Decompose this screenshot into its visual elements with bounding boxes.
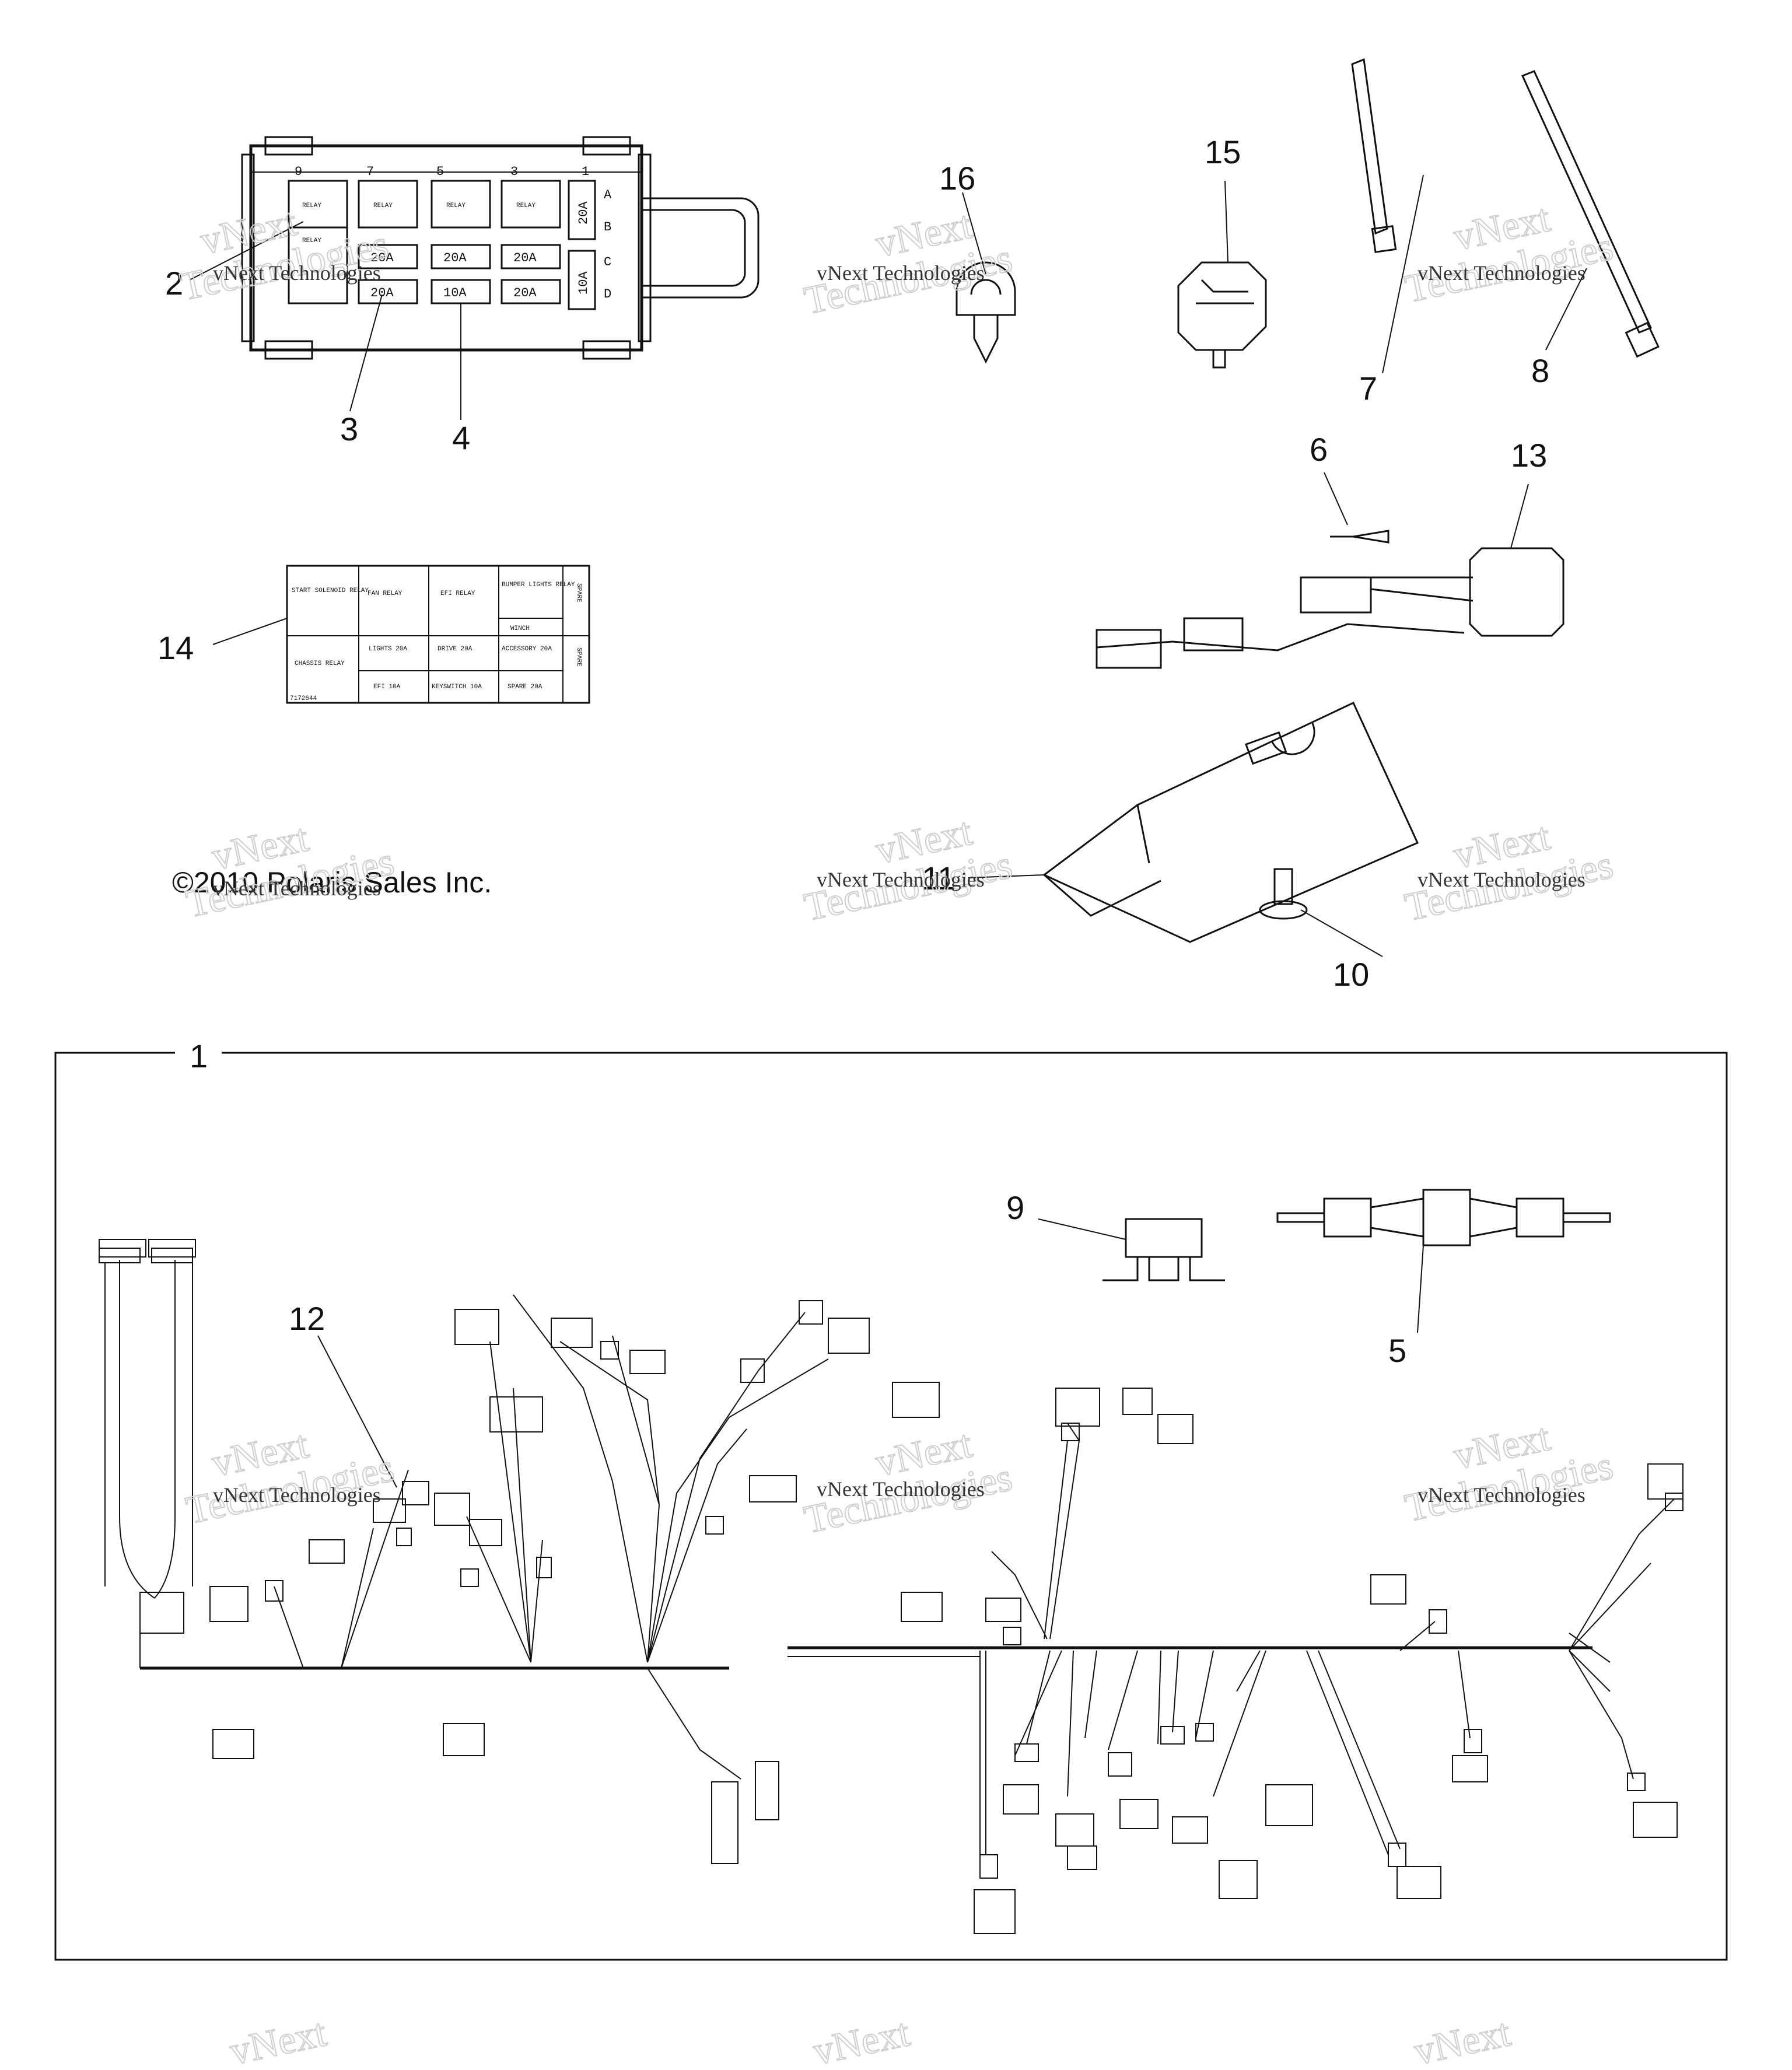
decal-start-solenoid-relay: START SOLENOID RELAY <box>292 587 369 594</box>
watermark-vnext-12: vNext <box>1410 2010 1514 2067</box>
side-fuse-top: 20A <box>576 201 591 225</box>
callout-11: 11 <box>922 860 956 896</box>
fuse-bottom-2: 10A <box>443 286 467 300</box>
part-9 <box>1038 1218 1225 1281</box>
decal-spare-bottom: SPARE <box>575 647 582 667</box>
cable-tie-7 <box>1351 58 1424 374</box>
callout-15: 15 <box>1205 134 1241 170</box>
decal-chassis-relay: CHASSIS RELAY <box>295 660 345 667</box>
watermark-label-9: vNext Technologies <box>1418 1483 1586 1507</box>
watermark-vnext-10: vNext <box>226 2010 330 2067</box>
fuse-row-a: A <box>604 188 612 202</box>
callout-5: 5 <box>1388 1332 1406 1369</box>
decal-fan-relay: FAN RELAY <box>368 590 402 597</box>
watermark-label-1: vNext Technologies <box>213 261 381 285</box>
fuse-col-3: 3 <box>510 164 518 179</box>
decal-spare-top: SPARE <box>575 583 582 603</box>
side-fuse-bottom: 10A <box>576 271 591 295</box>
harness-frame <box>54 1052 1728 1961</box>
callout-2: 2 <box>165 265 183 302</box>
bracket-11 <box>968 701 1419 943</box>
fuse-row-c: C <box>604 255 611 269</box>
decal-drive-20a: DRIVE 20A <box>438 646 473 653</box>
callout-16: 16 <box>939 160 975 197</box>
callout-1: 1 <box>190 1038 208 1074</box>
fuse-col-7: 7 <box>366 164 374 179</box>
fuse-decal: START SOLENOID RELAY FAN RELAY EFI RELAY… <box>212 565 590 704</box>
watermark-vnext-11: vNext <box>809 2010 913 2067</box>
callout-13: 13 <box>1511 437 1547 474</box>
relay-label-3: RELAY <box>446 202 466 209</box>
fuse-top-1: 20A <box>370 251 394 265</box>
fuse-top-2: 20A <box>443 251 467 265</box>
watermark-label-6: vNext Technologies <box>1418 868 1586 891</box>
fuse-top-3: 20A <box>513 251 537 265</box>
watermark-label-2: vNext Technologies <box>817 261 985 285</box>
fuse-col-1: 1 <box>582 164 589 179</box>
decal-spare-20a: SPARE 20A <box>508 684 542 691</box>
relay-label-4: RELAY <box>516 202 536 209</box>
callout-10: 10 <box>1333 956 1369 993</box>
fuse-row-b: B <box>604 220 611 234</box>
fuse-col-9: 9 <box>295 164 302 179</box>
harness-left <box>99 1239 940 1864</box>
watermark-label-7: vNext Technologies <box>213 1483 381 1507</box>
relay-label-2: RELAY <box>373 202 393 209</box>
watermark-label-5: vNext Technologies <box>817 868 985 891</box>
watermarks: vNext Technologies vNext Technologies vN… <box>176 195 1618 2070</box>
decal-bumper-lights-relay: BUMPER LIGHTS RELAY <box>502 582 575 589</box>
relay-label-1: RELAY <box>302 202 321 209</box>
decal-keyswitch-10a: KEYSWITCH 10A <box>432 684 482 691</box>
callout-12: 12 <box>289 1300 325 1337</box>
fuse-bottom-3: 20A <box>513 286 537 300</box>
callout-8: 8 <box>1531 352 1549 389</box>
sub-harness-13 <box>1096 472 1564 669</box>
callout-9: 9 <box>1006 1189 1024 1226</box>
mount-15 <box>1177 180 1267 369</box>
callout-14: 14 <box>158 629 194 666</box>
decal-efi-relay: EFI RELAY <box>440 590 475 597</box>
callout-7: 7 <box>1359 370 1377 407</box>
harness-right <box>788 1388 1684 1934</box>
decal-part-number: 7172644 <box>290 695 317 702</box>
decal-efi-10a: EFI 10A <box>373 684 401 691</box>
copyright-text: ©2010 Polaris Sales Inc. <box>172 866 492 899</box>
relay-label-5: RELAY <box>302 237 321 244</box>
cable-tie-8 <box>1521 70 1660 358</box>
fuse-holder-5 <box>1276 1189 1611 1333</box>
callout-12-leader <box>317 1335 397 1488</box>
fuse-row-d: D <box>604 287 611 302</box>
decal-lights-20a: LIGHTS 20A <box>369 646 407 653</box>
clip-16 <box>956 192 1016 364</box>
fuse-bottom-1: 20A <box>370 286 394 300</box>
watermark-label-3: vNext Technologies <box>1418 261 1586 285</box>
callout-4: 4 <box>452 419 470 456</box>
fuse-box: 9 7 5 3 1 RELAY RELAY RELAY RELAY RELAY … <box>189 136 760 420</box>
fuse-col-5: 5 <box>436 164 444 179</box>
decal-winch: WINCH <box>510 625 530 632</box>
callout-6: 6 <box>1310 431 1328 468</box>
callout-3: 3 <box>340 411 358 447</box>
watermark-label-4: vNext Technologies <box>213 877 381 900</box>
push-rivet-10 <box>1259 868 1383 957</box>
decal-accessory-20a: ACCESSORY 20A <box>502 646 552 653</box>
watermark-label-8: vNext Technologies <box>817 1477 985 1501</box>
